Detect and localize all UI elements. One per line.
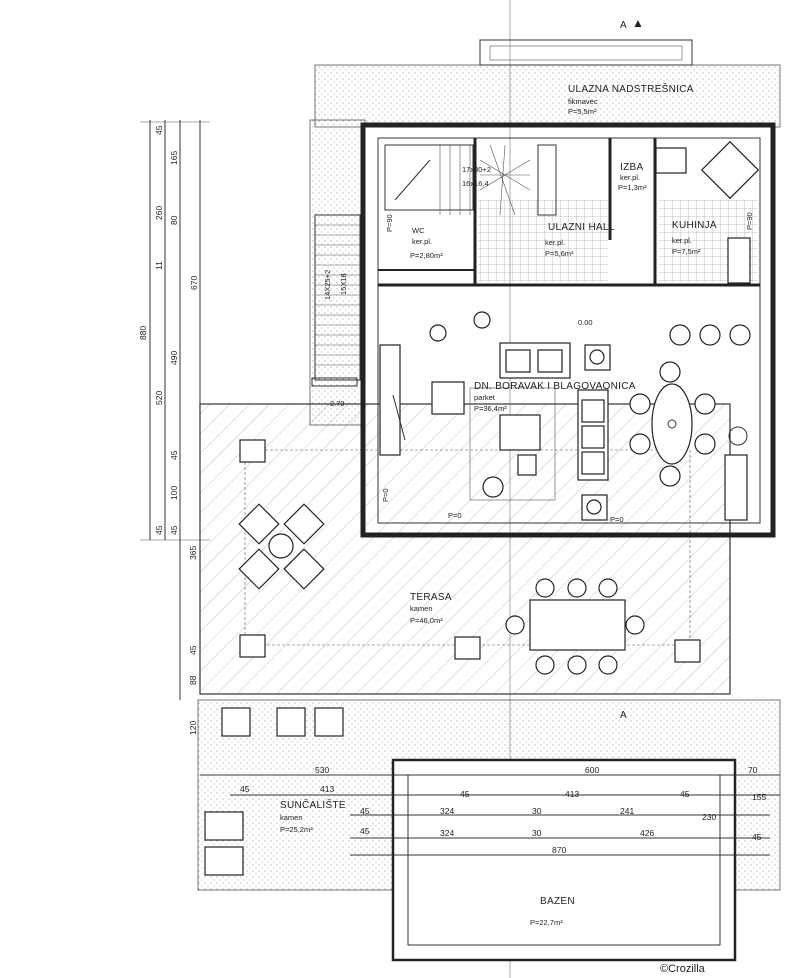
kitchen-corner-unit (700, 140, 760, 200)
dim-230: 230 (702, 812, 716, 822)
dim-324b: 324 (440, 828, 454, 838)
label-storage: IZBA (620, 162, 643, 173)
dim-left-365: 365 (188, 546, 198, 560)
dim-left-165: 165 (169, 151, 179, 165)
living-area: P=36,4m² (474, 404, 507, 413)
dim-426: 426 (640, 828, 654, 838)
section-marker-bottom: A (620, 710, 627, 721)
wc-area: P=2,80m² (410, 251, 443, 260)
canopy-roof (479, 39, 693, 66)
dim-70: 70 (748, 765, 758, 775)
dim-left-45-mid: 45 (169, 450, 179, 460)
dining-set (629, 324, 751, 521)
label-wc: WC (412, 226, 425, 235)
side-stair-2: 15X18 (339, 273, 348, 295)
left-dimension-lines (140, 120, 210, 700)
section-marker-top: A (620, 20, 627, 31)
level-p0-right: P=0 (610, 515, 624, 524)
dim-30a: 30 (532, 806, 542, 816)
dim-324a: 324 (440, 806, 454, 816)
dim-870: 870 (552, 845, 566, 855)
level-p0: P=0 (448, 511, 462, 520)
label-pool: BAZEN (540, 896, 575, 907)
dim-left-490: 490 (169, 351, 179, 365)
dim-left-45-b: 45 (169, 525, 179, 535)
level-outdoor: 2.70 (330, 399, 345, 408)
kitchen-area: P=7,5m² (672, 247, 701, 256)
storage-material: ker.pl. (620, 173, 640, 182)
terrace-furniture (238, 439, 701, 675)
dim-45f: 45 (752, 832, 762, 842)
dim-413b: 413 (565, 789, 579, 799)
dim-left-45-low: 45 (188, 645, 198, 655)
dim-155: 155 (752, 792, 766, 802)
level-p90-right: P=90 (745, 212, 754, 230)
label-living: DN. BORAVAK I BLAGOVAONICA (474, 381, 636, 392)
pool-dimension-lines (200, 774, 780, 856)
canopy-material: fikmavec (568, 97, 598, 106)
house-outer-wall (360, 122, 776, 538)
sundeck-area: P=25,2m² (280, 825, 313, 834)
stair-run2: 16x16,4 (462, 179, 489, 188)
stair-run1: 17x30+2 (462, 165, 491, 174)
dim-left-260: 260 (154, 206, 164, 220)
dim-left-45-top: 45 (154, 125, 164, 135)
terrace-material: kamen (410, 604, 433, 613)
dim-left-120: 120 (188, 721, 198, 735)
level-floor: 0.00 (578, 318, 593, 327)
stove (655, 147, 687, 174)
level-p90-left: P=90 (385, 214, 394, 232)
living-material: parket (474, 393, 496, 402)
dim-600: 600 (585, 765, 599, 775)
dim-45b: 45 (460, 789, 470, 799)
canopy-area: P=5,5m² (568, 107, 597, 116)
pool-area: P=22,7m² (530, 918, 563, 927)
dim-45c: 45 (680, 789, 690, 799)
dim-left-520: 520 (154, 391, 164, 405)
dim-30b: 30 (532, 828, 542, 838)
label-entrance-canopy: ULAZNA NADSTREŠNICA (568, 82, 694, 95)
dim-413a: 413 (320, 784, 334, 794)
watermark: ©Crozilla (660, 963, 706, 975)
label-kitchen: KUHINJA (672, 220, 717, 231)
side-stair (311, 214, 361, 387)
dim-45e: 45 (360, 826, 370, 836)
dim-45d: 45 (360, 806, 370, 816)
level-p0-left: P=0 (381, 488, 390, 502)
pool-outline (391, 758, 737, 962)
sundeck-material: kamen (280, 813, 303, 822)
hall-material: ker.pl. (545, 238, 565, 247)
terrace-area: P=46,0m² (410, 616, 443, 625)
label-entry-hall: ULAZNI HALL (548, 222, 615, 233)
staircase (384, 144, 557, 216)
storage-area: P=1,3m² (618, 183, 647, 192)
dim-left-45-a: 45 (154, 525, 164, 535)
side-stair-1: 14X25+2 (323, 270, 332, 300)
label-sundeck: SUNČALIŠTE (280, 798, 346, 811)
section-arrow-top-icon: ▲ (632, 16, 644, 30)
living-furniture (379, 311, 611, 521)
hall-area: P=5,6m² (545, 249, 574, 258)
dim-left-670: 670 (189, 276, 199, 290)
wc-material: ker.pl. (412, 237, 432, 246)
dim-left-88: 88 (188, 675, 198, 685)
dim-45a: 45 (240, 784, 250, 794)
dim-left-80: 80 (169, 215, 179, 225)
hall-tiles (478, 200, 608, 282)
kitchen-material: ker.pl. (672, 236, 692, 245)
kitchen-sink (727, 237, 751, 284)
dim-left-100: 100 (169, 486, 179, 500)
entrance-canopy-area (314, 64, 781, 128)
label-terrace: TERASA (410, 592, 452, 603)
dim-left-880: 880 (138, 326, 148, 340)
dim-left-11: 11 (154, 261, 164, 270)
dim-530: 530 (315, 765, 329, 775)
sunbeds (204, 707, 344, 876)
dim-241: 241 (620, 806, 634, 816)
